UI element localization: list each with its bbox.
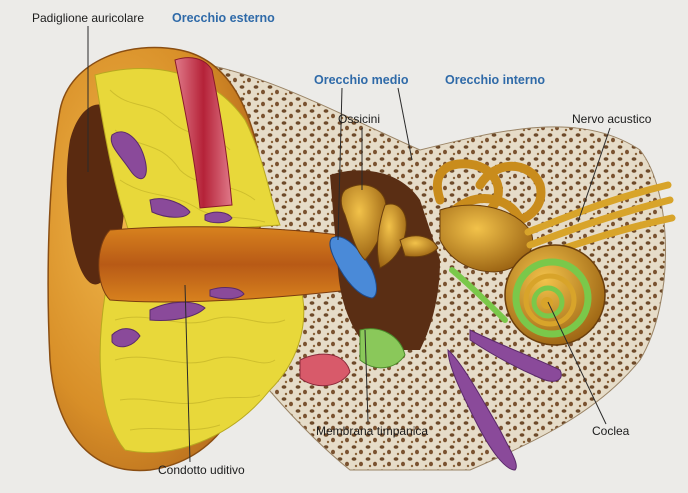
ear-canal — [98, 226, 351, 303]
label-coclea: Coclea — [592, 424, 630, 438]
leader-lines — [87, 26, 611, 463]
label-condotto-uditivo: Condotto uditivo — [158, 463, 245, 477]
eustachian-tube — [359, 328, 406, 369]
label-orecchio-medio: Orecchio medio — [314, 73, 409, 87]
veins — [110, 131, 562, 471]
cochlea-shape — [504, 244, 606, 346]
cartilage-lower — [99, 284, 305, 453]
muscle — [174, 57, 233, 209]
label-membrana-timpanica: Membrana timpanica — [316, 424, 429, 438]
label-nervo-acustico: Nervo acustico — [572, 112, 652, 126]
label-orecchio-interno: Orecchio interno — [445, 73, 546, 87]
skin-fold — [299, 353, 351, 387]
green-duct — [449, 267, 508, 323]
label-padiglione: Padiglione auricolare — [32, 11, 145, 25]
label-ossicini: Ossicini — [338, 112, 381, 126]
ossicles — [340, 184, 439, 269]
cartilage-upper — [94, 68, 281, 236]
label-orecchio-esterno: Orecchio esterno — [172, 11, 275, 25]
